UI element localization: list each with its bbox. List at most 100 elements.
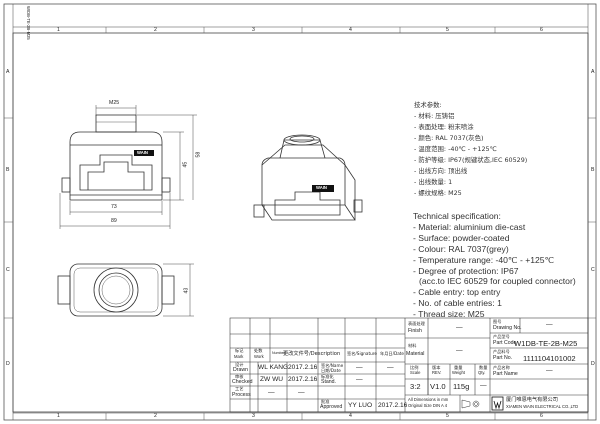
tb-hdr-mark-en: Mark	[234, 354, 244, 359]
spec-en-line: - Cable entry: top entry	[413, 287, 501, 297]
tb-units-line1: All Dimensions in mm	[408, 397, 449, 402]
tb-qty-val: —	[480, 382, 487, 389]
tb-drawn-cn: 设计	[235, 362, 244, 367]
spec-en-line: (acc.to IEC 60529 for coupled connector)	[419, 276, 576, 286]
spec-en-line: - Thread size: M25	[413, 309, 485, 319]
iso-view	[253, 134, 363, 221]
tb-partname-cn: 产品名称	[493, 365, 510, 370]
spec-cn-line: - 表面处理: 粉末喷涂	[414, 123, 474, 131]
tb-hdr-sig: 签名/Signature	[347, 351, 377, 356]
tb-weight-val: 115g	[453, 382, 470, 391]
tb-approved-name: YY LUO	[348, 402, 373, 409]
col-label-4-bottom: 4	[349, 413, 352, 419]
projection-symbol-icon	[461, 399, 480, 409]
tb-rev-cn: 版本	[432, 365, 441, 370]
spec-en-line: - No. of cable entries: 1	[413, 298, 502, 308]
dim-width-outer-label: 89	[111, 218, 117, 224]
front-view	[61, 114, 171, 201]
dim-height-inner-label: 45	[182, 161, 189, 168]
tb-hdr-date: 年月日/Date	[380, 351, 404, 356]
tb-process-en: Process	[232, 392, 251, 398]
spec-en-line: - Surface: powder-coated	[413, 233, 510, 243]
col-label-4: 4	[349, 27, 352, 33]
spec-cn-line: - 出线方向: 顶出线	[414, 167, 468, 175]
tb-material-en: Material	[406, 351, 425, 357]
dim-bottom-height-label: 43	[183, 287, 190, 294]
spec-cn-line: - 出线数量: 1	[414, 178, 453, 186]
tb-weight-cn: 重量	[454, 365, 463, 370]
tb-material-cn: 材料	[408, 343, 417, 348]
tb-process-date: —	[298, 389, 305, 396]
tb-finish-en: Finish	[408, 328, 422, 334]
tb-weight-en: Weight	[452, 370, 465, 375]
tb-col-name-val: —	[356, 364, 363, 371]
tb-drawingno-val: —	[546, 321, 553, 328]
spec-cn-line: - 防护等级: IP67(规键状态,IEC 60529)	[414, 156, 528, 164]
tb-hdr-work-cn: 处数	[254, 348, 263, 353]
dim-thread-label: M25	[109, 100, 120, 106]
spec-cn-line: - 螺纹规格: M25	[414, 189, 462, 197]
tb-material-val: —	[456, 347, 463, 354]
spec-en-line: - Colour: RAL 7037(grey)	[413, 244, 509, 254]
tb-finish-cn: 表面处理	[408, 321, 425, 326]
tb-partcode-en: Part Code	[493, 340, 517, 346]
tb-partno-en: Part No.	[493, 355, 513, 361]
column-ticks	[4, 27, 596, 420]
front-dimensions	[59, 105, 197, 229]
outer-frame	[3, 3, 597, 421]
tb-drawingno-cn: 图号	[493, 319, 502, 324]
tb-col-date-val: —	[387, 364, 394, 371]
brand-mark-front: WAIN	[137, 150, 148, 155]
tb-approved-en: Approved	[320, 404, 343, 410]
col-label-1: 1	[57, 27, 60, 33]
col-label-1-bottom: 1	[57, 413, 60, 419]
tb-checked-cn: 审核	[235, 374, 244, 379]
tb-company-cn: 厦门唯恩电气有限公司	[506, 397, 558, 403]
tb-rev-en: REV.	[432, 370, 442, 375]
col-label-2-bottom: 2	[154, 413, 157, 419]
tb-checked-name: ZW WU	[260, 376, 284, 383]
col-label-5-bottom: 5	[446, 413, 449, 419]
tb-drawn-name: WL KANG	[258, 364, 289, 371]
tb-stand-val: —	[356, 376, 363, 383]
spec-cn-title: 技术参数:	[414, 101, 442, 109]
tb-partno-val: 1111104101002	[523, 354, 576, 363]
tb-scale-val: 3:2	[410, 382, 421, 391]
company-logo-icon	[491, 396, 504, 411]
spec-en-line: - Temperature range: -40℃ - +125℃	[413, 255, 555, 265]
tb-stand-en: Stand.	[321, 379, 336, 385]
spec-cn-line: - 颜色: RAL 7037(灰色)	[414, 134, 484, 142]
col-label-6-bottom: 6	[540, 413, 543, 419]
tb-hdr-work-en: Work	[254, 354, 264, 359]
tb-hdr-desc: 更改文件号/Description	[283, 351, 341, 357]
col-label-3: 3	[252, 27, 255, 33]
tb-scale-en: Scale	[410, 370, 421, 375]
corner-code: WIDB-TE-2B-M25	[26, 6, 31, 40]
tb-stand-cn: 标准化	[321, 374, 334, 379]
tb-col-date: 日期/Date	[321, 368, 341, 373]
tb-drawn-date: 2017.2.16	[288, 364, 318, 371]
row-label-a-right: A	[591, 69, 595, 75]
tb-approved-cn: 批准	[321, 399, 330, 404]
row-label-b: B	[6, 167, 10, 173]
spec-cn-line: - 材料: 压铸铝	[414, 112, 455, 120]
tb-hdr-number-en: Number	[272, 351, 285, 355]
tb-qty-cn: 数量	[479, 365, 488, 370]
tb-checked-en: Checked	[232, 379, 253, 385]
spec-en-line: - Material: aluminium die-cast	[413, 222, 526, 232]
brand-logo-front	[134, 150, 154, 156]
brand-mark-iso: WAIN	[316, 185, 327, 190]
spec-en-title: Technical specification:	[413, 211, 501, 221]
row-label-d-right: D	[591, 361, 595, 367]
tb-partname-en: Part Name	[493, 371, 518, 377]
tb-qty-en: Qty.	[478, 370, 486, 375]
tb-partcode-val: W1DB-TE-2B-M25	[514, 339, 578, 348]
tb-col-name: 签名/Name	[321, 363, 344, 368]
row-label-b-right: B	[591, 167, 595, 173]
row-label-d: D	[6, 361, 10, 367]
top-dimensions	[163, 263, 194, 317]
col-label-3-bottom: 3	[252, 413, 255, 419]
tb-hdr-mark-cn: 标记	[235, 348, 244, 353]
tb-checked-date: 2017.2.16	[288, 376, 318, 383]
dim-height-outer-label: 58	[195, 151, 202, 158]
